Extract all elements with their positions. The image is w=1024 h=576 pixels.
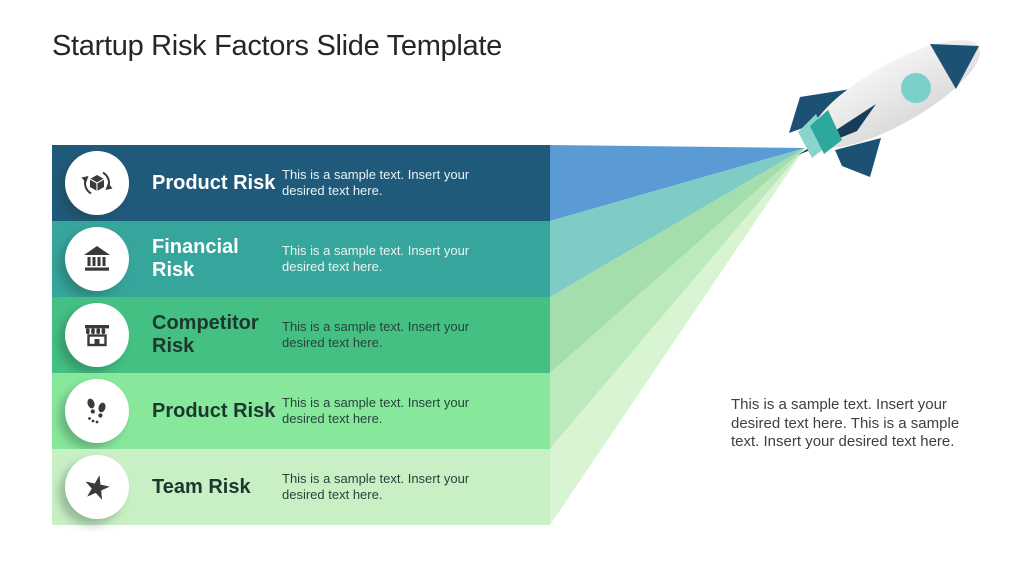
- risk-list: Product Risk This is a sample text. Inse…: [52, 145, 550, 525]
- rocket-nozzle: [810, 110, 842, 154]
- risk-description: This is a sample text. Insert your desir…: [282, 318, 470, 350]
- risk-title: Financial Risk: [152, 236, 239, 281]
- risk-description: This is a sample text. Insert your desir…: [282, 166, 470, 198]
- rocket-window: [901, 73, 931, 103]
- product-lifecycle-icon: [81, 171, 113, 195]
- rocket-lower-fin: [835, 138, 881, 177]
- bank-icon: [84, 246, 110, 271]
- icon-circle: [65, 303, 129, 367]
- beam-product-risk: [550, 145, 805, 221]
- risk-row-product: Product Risk This is a sample text. Inse…: [52, 145, 550, 221]
- icon-circle: [65, 379, 129, 443]
- rocket-nose-cone: [930, 44, 979, 89]
- rocket-icon: [789, 39, 980, 177]
- icon-circle: [65, 151, 129, 215]
- icon-circle: [65, 227, 129, 291]
- risk-title: Product Risk: [152, 171, 276, 194]
- risk-description: This is a sample text. Insert your desir…: [282, 394, 470, 426]
- sample-text-note: This is a sample text. Insert your desir…: [731, 396, 960, 451]
- risk-title: Product Risk: [152, 399, 276, 422]
- risk-row-product-2: Product Risk This is a sample text. Inse…: [52, 373, 550, 449]
- risk-row-financial: Financial Risk This is a sample text. In…: [52, 221, 550, 297]
- risk-description: This is a sample text. Insert your desir…: [282, 242, 470, 274]
- icon-circle: [65, 455, 129, 519]
- team-star-icon: [85, 475, 110, 500]
- beam-team-risk: [550, 148, 805, 525]
- risk-row-competitor: Competitor Risk This is a sample text. I…: [52, 297, 550, 373]
- risk-row-team: Team Risk This is a sample text. Insert …: [52, 449, 550, 525]
- storefront-icon: [85, 325, 109, 347]
- risk-description: This is a sample text. Insert your desir…: [282, 470, 470, 502]
- risk-title: Team Risk: [152, 475, 251, 498]
- footprints-icon: [87, 398, 106, 424]
- page-title: Startup Risk Factors Slide Template: [52, 30, 502, 62]
- risk-title: Competitor Risk: [152, 312, 259, 357]
- beam-fan: [550, 145, 805, 525]
